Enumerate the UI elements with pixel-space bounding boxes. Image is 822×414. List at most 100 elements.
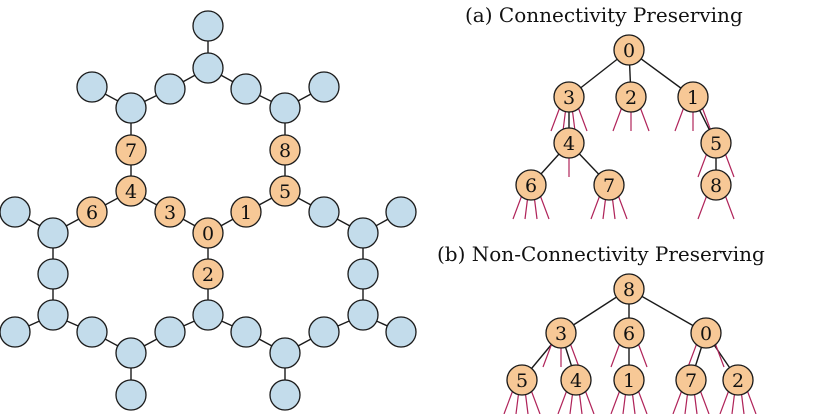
dangling-bond-stub xyxy=(637,342,648,368)
title-a: (a) Connectivity Preserving xyxy=(465,3,743,27)
dangling-bond-stub xyxy=(687,342,698,368)
dangling-bond-stub xyxy=(503,389,514,414)
unlabeled-node xyxy=(385,316,417,348)
unlabeled-node xyxy=(37,258,69,290)
node-label: 4 xyxy=(563,133,575,155)
node-label: 7 xyxy=(685,370,697,392)
dangling-bond-stub xyxy=(697,152,708,178)
unlabeled-node xyxy=(347,258,379,290)
labeled-node xyxy=(613,34,645,66)
dangling-bond-stub xyxy=(569,342,580,368)
node-label: 1 xyxy=(623,370,635,392)
unlabeled-node xyxy=(385,196,417,228)
labeled-node xyxy=(700,169,732,201)
dangling-bond-stub xyxy=(610,342,621,368)
labeled-node xyxy=(675,364,707,396)
node-label: 8 xyxy=(623,279,635,301)
labeled-node xyxy=(613,317,645,349)
node-label: 4 xyxy=(125,181,137,203)
labeled-node xyxy=(677,81,709,113)
node-label: 4 xyxy=(570,370,582,392)
node-label: 7 xyxy=(125,140,137,162)
dangling-bond-stub xyxy=(612,106,623,132)
unlabeled-node xyxy=(347,299,379,331)
dangling-bond-stub xyxy=(714,342,725,368)
unlabeled-node xyxy=(37,299,69,331)
dangling-bond-stub xyxy=(701,106,712,132)
node-label: 5 xyxy=(710,133,722,155)
unlabeled-node xyxy=(115,337,147,369)
labeled-node xyxy=(690,317,722,349)
labeled-node xyxy=(700,127,732,159)
unlabeled-node xyxy=(115,92,147,124)
node-label: 3 xyxy=(555,323,567,345)
unlabeled-node xyxy=(347,217,379,249)
dangling-bond-stub xyxy=(697,194,708,220)
node-label: 8 xyxy=(710,175,722,197)
labeled-node xyxy=(613,364,645,396)
node-label: 7 xyxy=(603,175,615,197)
labeled-node xyxy=(722,364,754,396)
unlabeled-node xyxy=(269,379,301,411)
labeled-node xyxy=(192,258,224,290)
labeled-node xyxy=(115,175,147,207)
unlabeled-node xyxy=(308,196,340,228)
unlabeled-node xyxy=(230,73,262,105)
node-label: 6 xyxy=(86,202,98,224)
labeled-node xyxy=(115,134,147,166)
node-label: 3 xyxy=(563,87,575,109)
labeled-node xyxy=(545,317,577,349)
labeled-node xyxy=(515,169,547,201)
unlabeled-node xyxy=(269,337,301,369)
labeled-node xyxy=(269,134,301,166)
unlabeled-node xyxy=(308,71,340,103)
dangling-bond-stub xyxy=(724,194,735,220)
node-label: 5 xyxy=(516,370,528,392)
labeled-node xyxy=(192,217,224,249)
unlabeled-node xyxy=(192,10,224,42)
labeled-node xyxy=(553,127,585,159)
unlabeled-node xyxy=(76,71,108,103)
unlabeled-node xyxy=(37,217,69,249)
unlabeled-node xyxy=(192,299,224,331)
node-label: 2 xyxy=(202,264,214,286)
dangling-bond-stub xyxy=(746,389,757,414)
labeled-node xyxy=(615,81,647,113)
dangling-bond-stub xyxy=(639,106,650,132)
labeled-node xyxy=(553,81,585,113)
unlabeled-node xyxy=(308,316,340,348)
labeled-node xyxy=(506,364,538,396)
node-label: 6 xyxy=(525,175,537,197)
labeled-node xyxy=(76,196,108,228)
node-label: 2 xyxy=(625,87,637,109)
dangling-bond-stub xyxy=(584,389,595,414)
labeled-node xyxy=(613,273,645,305)
node-label: 0 xyxy=(623,40,635,62)
unlabeled-node xyxy=(0,196,31,228)
labeled-node xyxy=(560,364,592,396)
node-label: 3 xyxy=(164,202,176,224)
node-label: 8 xyxy=(279,140,291,162)
node-label: 6 xyxy=(623,323,635,345)
unlabeled-node xyxy=(154,316,186,348)
unlabeled-node xyxy=(154,73,186,105)
title-b: (b) Non-Connectivity Preserving xyxy=(437,242,765,266)
dangling-bond-stub xyxy=(542,342,553,368)
dangling-bond-stub xyxy=(637,389,648,414)
dangling-bond-stub xyxy=(530,389,541,414)
node-label: 2 xyxy=(732,370,744,392)
labeled-node xyxy=(230,196,262,228)
dangling-bond-stub xyxy=(539,194,550,220)
dangling-bond-stub xyxy=(672,389,683,414)
labeled-node xyxy=(593,169,625,201)
unlabeled-node xyxy=(115,379,147,411)
dangling-bond-stub xyxy=(699,389,710,414)
dangling-bond-stub xyxy=(557,389,568,414)
dangling-bond-stub xyxy=(512,194,523,220)
unlabeled-node xyxy=(269,92,301,124)
node-label: 1 xyxy=(240,202,252,224)
labeled-node xyxy=(269,175,301,207)
dangling-bond-stub xyxy=(719,389,730,414)
unlabeled-node xyxy=(76,316,108,348)
